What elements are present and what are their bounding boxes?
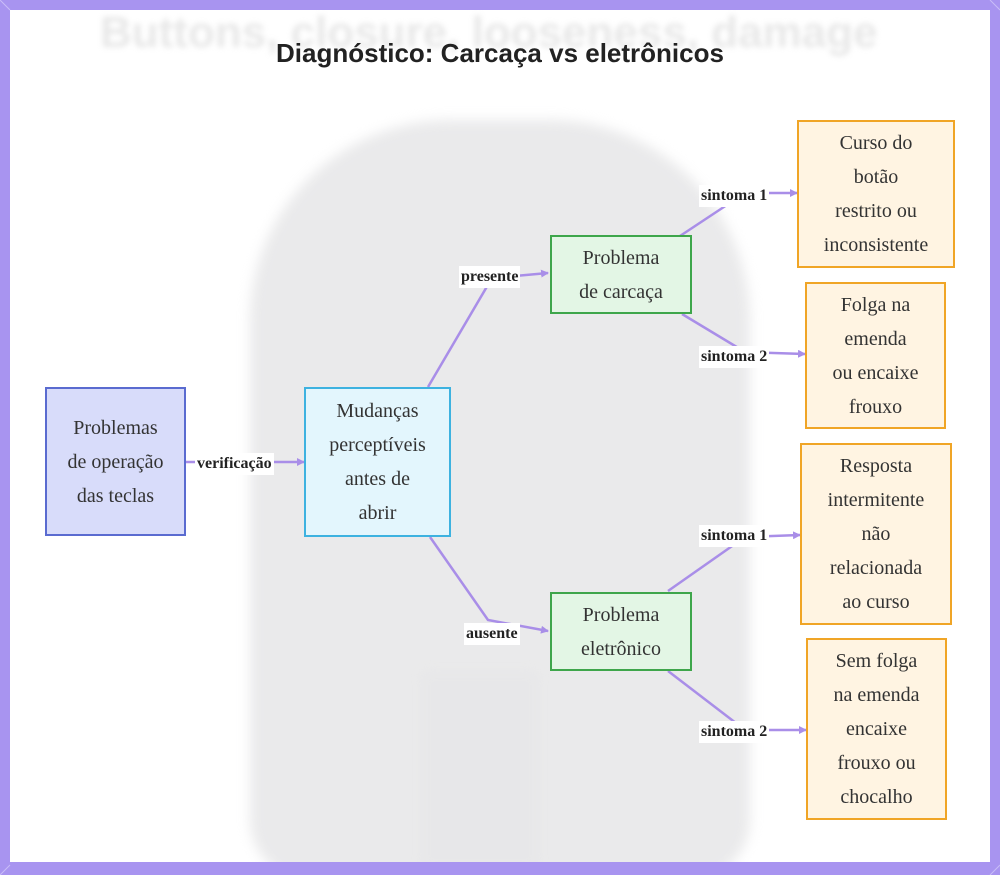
node-electronic-symptom-2-text: Sem folga na emenda encaixe frouxo ou ch… <box>833 644 919 814</box>
node-housing-symptom-1-text: Curso do botão restrito ou inconsistente <box>824 126 928 262</box>
node-check[interactable]: Mudanças perceptíveis antes de abrir <box>304 387 451 537</box>
node-housing-symptom-2[interactable]: Folga na emenda ou encaixe frouxo <box>805 282 946 429</box>
edge-check-to-electronic <box>430 537 548 631</box>
edge-check-to-housing <box>428 273 548 387</box>
edge-label-verificacao: verificação <box>195 453 274 475</box>
node-electronic-problem[interactable]: Problema eletrônico <box>550 592 692 671</box>
edge-label-electronic-sintoma-1: sintoma 1 <box>699 525 769 547</box>
edge-label-presente: presente <box>459 266 520 288</box>
node-electronic-problem-text: Problema eletrônico <box>581 598 661 666</box>
edge-label-housing-sintoma-2: sintoma 2 <box>699 346 769 368</box>
node-root-text: Problemas de operação das teclas <box>67 411 163 513</box>
edge-label-housing-sintoma-1: sintoma 1 <box>699 185 769 207</box>
node-housing-symptom-1[interactable]: Curso do botão restrito ou inconsistente <box>797 120 955 268</box>
node-electronic-symptom-2[interactable]: Sem folga na emenda encaixe frouxo ou ch… <box>806 638 947 820</box>
node-electronic-symptom-1[interactable]: Resposta intermitente não relacionada ao… <box>800 443 952 625</box>
node-housing-problem[interactable]: Problema de carcaça <box>550 235 692 314</box>
node-housing-symptom-2-text: Folga na emenda ou encaixe frouxo <box>832 288 918 424</box>
node-root[interactable]: Problemas de operação das teclas <box>45 387 186 536</box>
node-housing-problem-text: Problema de carcaça <box>579 241 663 309</box>
node-check-text: Mudanças perceptíveis antes de abrir <box>329 394 426 530</box>
edge-label-electronic-sintoma-2: sintoma 2 <box>699 721 769 743</box>
node-electronic-symptom-1-text: Resposta intermitente não relacionada ao… <box>828 449 925 619</box>
edge-label-ausente: ausente <box>464 623 520 645</box>
